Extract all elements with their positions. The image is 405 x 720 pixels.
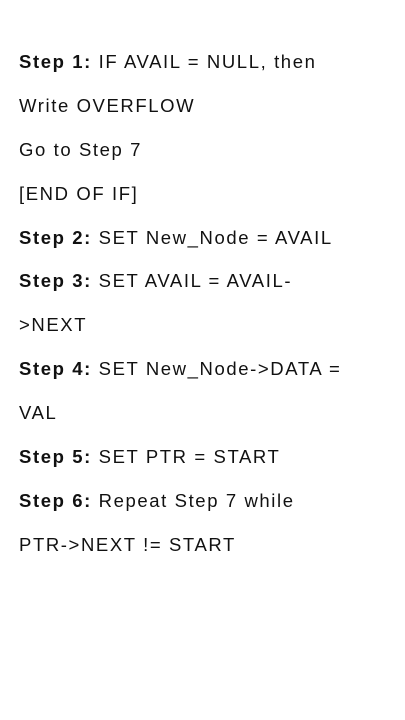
step-label: Step 6: bbox=[19, 489, 92, 511]
step-text: Repeat Step 7 while bbox=[91, 489, 295, 511]
step-label: Step 2: bbox=[19, 226, 92, 248]
algorithm-line-step-4: Step 4: SET New_Node->DATA = bbox=[19, 347, 399, 391]
step-text: SET AVAIL = AVAIL- bbox=[91, 270, 293, 292]
algorithm-line-step-3: Step 3: SET AVAIL = AVAIL- bbox=[19, 259, 399, 303]
step-text: PTR->NEXT != START bbox=[19, 533, 236, 555]
step-text: SET New_Node->DATA = bbox=[91, 358, 342, 380]
algorithm-line-end-if: [END OF IF] bbox=[19, 172, 399, 216]
step-text: IF AVAIL = NULL, then bbox=[91, 51, 317, 72]
step-text: SET PTR = START bbox=[91, 446, 281, 468]
step-label: Step 1: bbox=[19, 51, 92, 72]
step-text: VAL bbox=[19, 402, 58, 424]
algorithm-line-step-3-cont: >NEXT bbox=[19, 303, 399, 347]
step-text: Write OVERFLOW bbox=[19, 94, 196, 116]
step-text: SET New_Node = AVAIL bbox=[91, 226, 333, 248]
algorithm-line-step-6-cont: PTR->NEXT != START bbox=[19, 523, 399, 567]
step-label: Step 3: bbox=[19, 270, 92, 292]
step-text: >NEXT bbox=[19, 314, 88, 336]
algorithm-line-step-6: Step 6: Repeat Step 7 while bbox=[19, 479, 399, 523]
step-text: Go to Step 7 bbox=[19, 138, 143, 160]
step-label: Step 4: bbox=[19, 358, 92, 380]
algorithm-line-goto-step-7: Go to Step 7 bbox=[19, 128, 399, 172]
step-label: Step 5: bbox=[19, 446, 92, 468]
algorithm-line-step-1: Step 1: IF AVAIL = NULL, then bbox=[19, 40, 399, 84]
algorithm-text-block: Step 1: IF AVAIL = NULL, then Write OVER… bbox=[19, 40, 399, 567]
algorithm-line-step-4-cont: VAL bbox=[19, 391, 399, 435]
algorithm-line-write-overflow: Write OVERFLOW bbox=[19, 84, 399, 128]
algorithm-line-step-5: Step 5: SET PTR = START bbox=[19, 435, 399, 479]
algorithm-line-step-2: Step 2: SET New_Node = AVAIL bbox=[19, 216, 399, 260]
step-text: [END OF IF] bbox=[19, 182, 139, 204]
